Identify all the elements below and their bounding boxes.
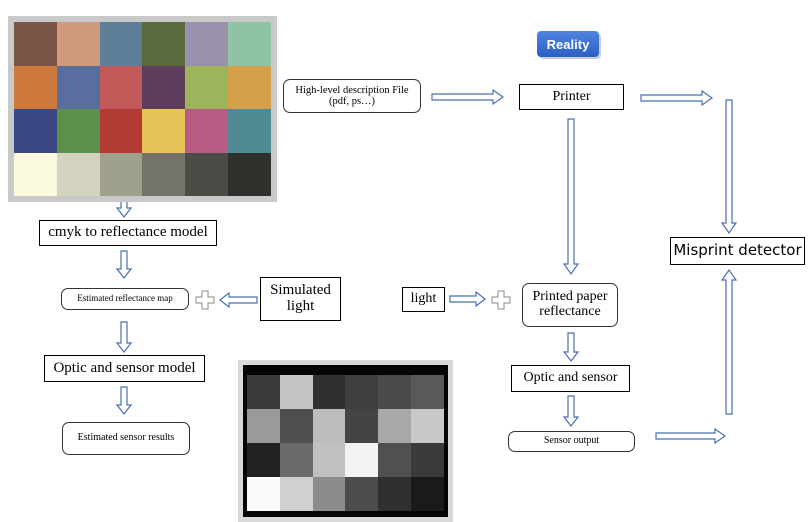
color-patch	[142, 22, 186, 66]
gray-patch	[411, 477, 444, 511]
gray-patch	[411, 443, 444, 477]
color-patch	[228, 109, 271, 153]
arrow-down-to-detector	[720, 99, 738, 235]
arrow-printer-to-right	[640, 89, 714, 107]
cmyk-to-reflectance-box: cmyk to reflectance model	[39, 220, 217, 246]
color-patch	[14, 109, 57, 153]
printed-paper-reflectance-box: Printed paper reflectance	[522, 283, 618, 327]
color-patch	[99, 152, 143, 196]
gray-patch	[279, 477, 313, 511]
gray-patch	[312, 375, 346, 409]
arrow-sim-light-to-plus	[219, 291, 258, 309]
misprint-detector-box: Misprint detector	[670, 237, 805, 265]
color-patch	[185, 109, 229, 153]
gray-patch	[411, 409, 444, 443]
gray-patch	[247, 443, 280, 477]
gray-patch	[345, 477, 379, 511]
arrow-optic-to-output	[562, 395, 580, 427]
color-patch	[56, 109, 100, 153]
gray-patch	[279, 443, 313, 477]
color-patch	[56, 22, 100, 66]
light-box: light	[402, 287, 445, 312]
gray-patch	[279, 409, 313, 443]
arrow-printer-to-paper	[562, 118, 580, 276]
color-checker-image	[8, 16, 277, 202]
gray-patch	[345, 375, 379, 409]
color-patch	[142, 109, 186, 153]
color-patch	[228, 152, 271, 196]
color-patch	[142, 65, 186, 109]
plus-icon-right	[491, 290, 511, 310]
color-patch	[99, 109, 143, 153]
color-patch	[99, 22, 143, 66]
color-patch	[142, 152, 186, 196]
estimated-reflectance-map-box: Estimated reflectance map	[61, 288, 189, 310]
gray-patch	[279, 375, 313, 409]
gray-patch	[345, 409, 379, 443]
color-patch	[228, 65, 271, 109]
reality-badge: Reality	[537, 31, 599, 57]
simulated-light-box: Simulated light	[260, 277, 341, 321]
sensor-grayscale-image	[238, 360, 453, 522]
estimated-sensor-results-box: Estimated sensor results	[62, 422, 190, 455]
gray-patch	[247, 409, 280, 443]
high-level-description-box: High-level description File (pdf, ps…)	[283, 79, 421, 113]
gray-patch	[378, 409, 412, 443]
gray-patch	[312, 477, 346, 511]
gray-patch	[312, 409, 346, 443]
optic-and-sensor-model-box: Optic and sensor model	[44, 355, 205, 382]
color-patch	[228, 22, 271, 66]
arrow-output-to-right	[655, 427, 727, 445]
gray-patch	[378, 375, 412, 409]
color-patch	[185, 22, 229, 66]
arrow-file-to-printer	[431, 88, 505, 106]
gray-patch	[247, 477, 280, 511]
gray-patch	[312, 443, 346, 477]
color-patch	[14, 22, 57, 66]
gray-patch	[411, 375, 444, 409]
color-patch	[14, 152, 57, 196]
color-patch	[99, 65, 143, 109]
printer-box: Printer	[519, 84, 624, 110]
optic-and-sensor-box: Optic and sensor	[511, 365, 630, 392]
arrow-reflectance-to-optic-model	[115, 321, 133, 353]
arrow-cmyk-to-reflectance	[115, 250, 133, 279]
arrow-up-to-detector	[720, 268, 738, 415]
color-patch	[56, 152, 100, 196]
gray-patch	[247, 375, 280, 409]
arrow-light-to-plus	[449, 290, 486, 308]
color-patch	[56, 65, 100, 109]
color-patch	[14, 65, 57, 109]
arrow-optic-model-to-results	[115, 386, 133, 415]
color-patch	[185, 152, 229, 196]
color-patch	[185, 65, 229, 109]
gray-patch	[345, 443, 379, 477]
gray-patch	[378, 443, 412, 477]
gray-patch	[378, 477, 412, 511]
plus-icon-left	[195, 290, 215, 310]
arrow-paper-to-optic	[562, 332, 580, 362]
sensor-output-box: Sensor output	[508, 431, 635, 452]
